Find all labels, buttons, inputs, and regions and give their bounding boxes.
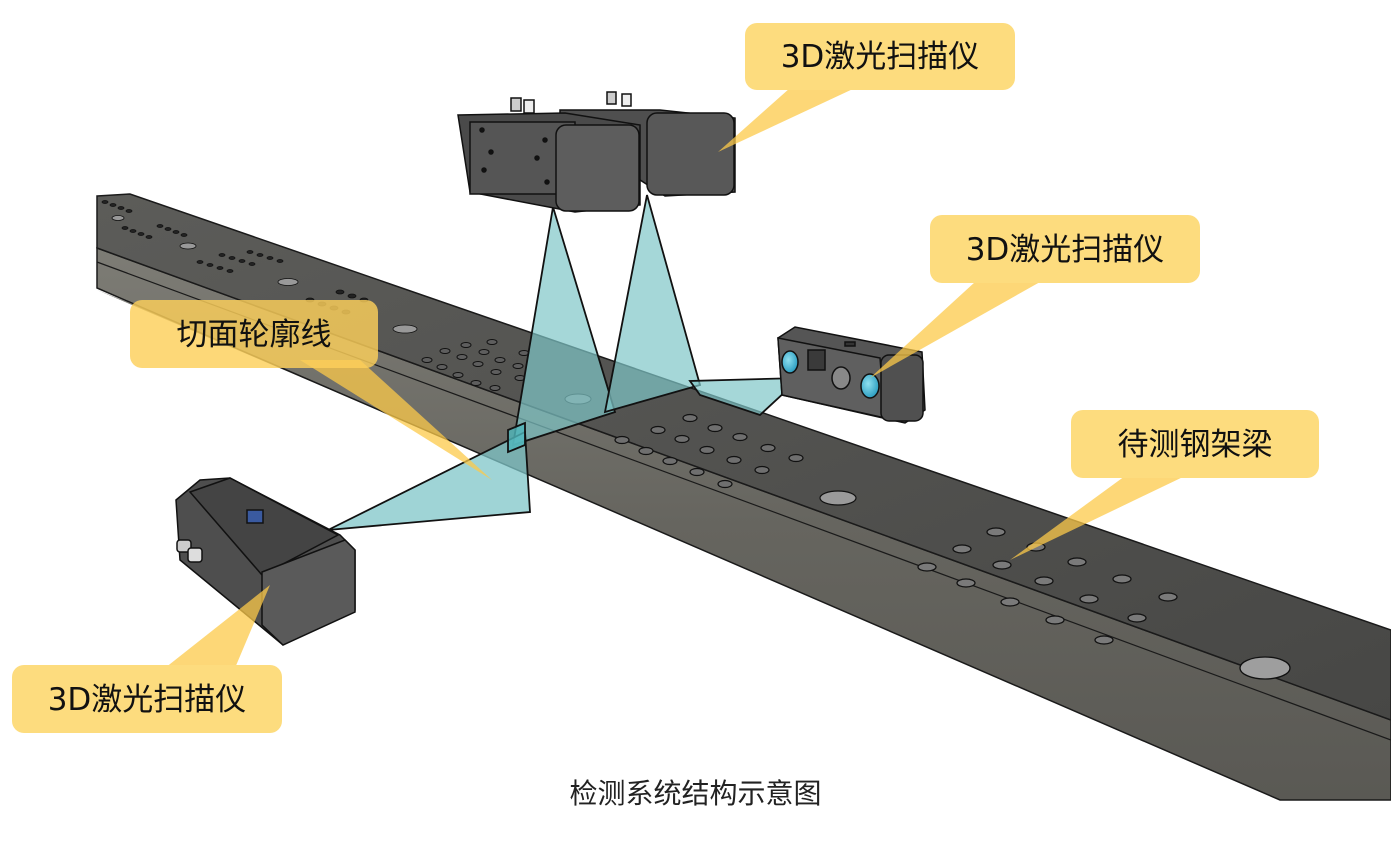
laser-plane-right	[688, 377, 803, 417]
callout-pointer-scanner-right	[870, 282, 1040, 378]
laser-plane-top-1	[511, 206, 617, 447]
callout-scanner-left-label: 3D激光扫描仪	[48, 682, 247, 718]
laser-plane-top-2	[603, 194, 702, 414]
lens-icon	[781, 350, 799, 374]
callout-pointer-scanner-left	[165, 585, 270, 668]
callout-scanner-top: 3D激光扫描仪	[745, 23, 1015, 90]
scanner-left	[175, 477, 356, 646]
callout-scanner-left: 3D激光扫描仪	[12, 665, 282, 733]
callout-pointer-beam	[1010, 476, 1185, 560]
beam-top-face	[96, 193, 1391, 721]
scanner-top-pair	[457, 91, 736, 213]
diagram-caption: 检测系统结构示意图	[569, 777, 822, 810]
lens-icon	[831, 366, 851, 390]
callout-pointers	[165, 88, 1185, 668]
callout-steel-beam-label: 待测钢架梁	[1118, 427, 1273, 463]
callout-steel-beam: 待测钢架梁	[1071, 410, 1319, 478]
callout-section-contour-label: 切面轮廓线	[177, 317, 332, 353]
steel-beam	[96, 193, 1391, 801]
cross-section-contour	[507, 421, 526, 454]
callout-section-contour: 切面轮廓线	[130, 300, 378, 368]
bolt-holes-near	[614, 413, 857, 506]
callout-scanner-right: 3D激光扫描仪	[930, 215, 1200, 283]
callout-scanner-top-label: 3D激光扫描仪	[781, 39, 980, 75]
laser-planes	[327, 194, 803, 531]
laser-plane-left	[327, 430, 531, 531]
callout-pointer-scanner-top	[718, 88, 855, 152]
lens-icon	[860, 373, 880, 399]
scanner-top-front	[457, 97, 641, 213]
scanner-right	[777, 326, 926, 424]
callout-scanner-right-label: 3D激光扫描仪	[966, 232, 1165, 268]
callout-pointer-section	[300, 360, 492, 480]
